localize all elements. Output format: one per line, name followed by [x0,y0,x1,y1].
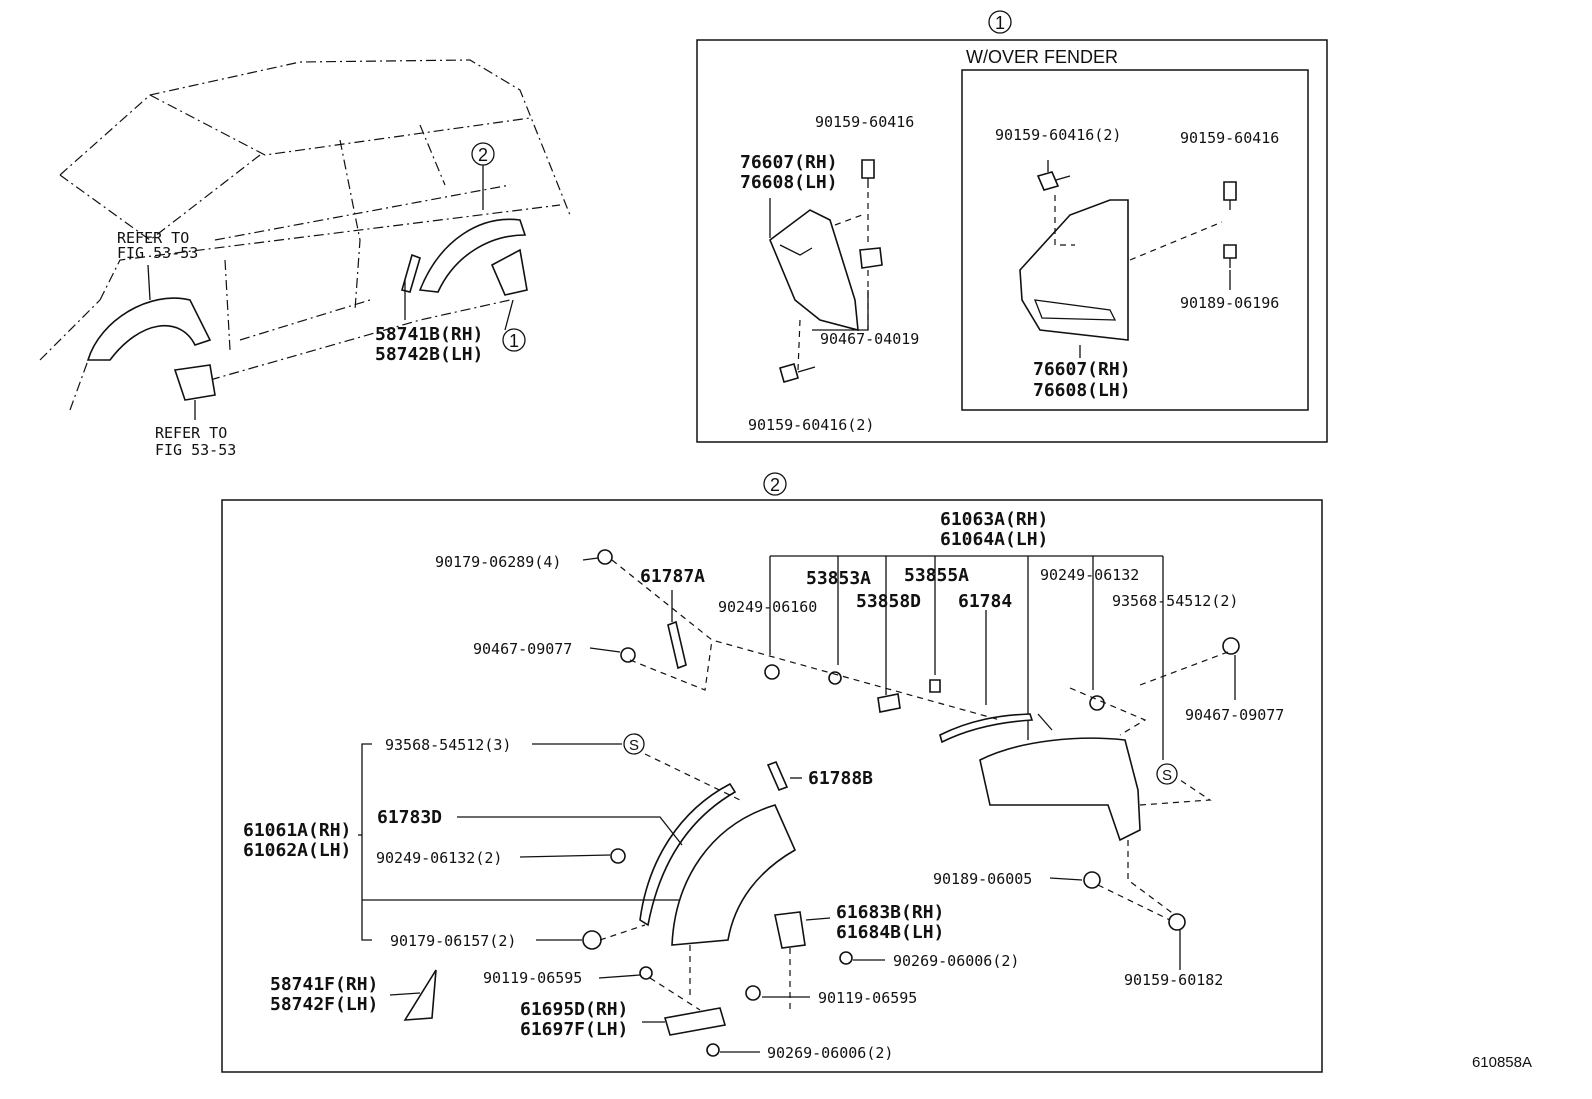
callout-1-detail: 1 [988,10,1012,34]
label-90467-09077-right: 90467-09077 [1185,706,1284,724]
s-symbol-front: S [623,733,645,755]
s-symbol-rear: S [1156,763,1178,785]
label-90179-06157: 90179-06157(2) [390,932,516,950]
label-90189-06196: 90189-06196 [1180,294,1279,312]
svg-text:1: 1 [995,13,1005,33]
label-90179-06289: 90179-06289(4) [435,553,561,571]
label-61784: 61784 [958,591,1012,612]
label-90119-06595-a: 90119-06595 [483,969,582,987]
label-53858D: 53858D [856,591,921,612]
label-61697F: 61697F(LH) [520,1019,628,1040]
refer-bot-line2: FIG 53-53 [155,441,236,459]
callout-1-overview: 1 [502,328,526,352]
over-fender-frame [961,69,1309,411]
label-90249-06160: 90249-06160 [718,598,817,616]
label-61783D: 61783D [377,807,442,828]
label-53853A: 53853A [806,568,871,589]
label-61788B: 61788B [808,768,873,789]
label-61063A: 61063A(RH) [940,509,1048,530]
refer-top-line1: REFER TO [117,229,189,247]
label-90159-60182: 90159-60182 [1124,971,1223,989]
label-93568-54512-3: 93568-54512(3) [385,736,511,754]
svg-text:S: S [629,737,639,754]
label-61787A: 61787A [640,566,705,587]
label-93568-54512-2: 93568-54512(2) [1112,592,1238,610]
svg-text:2: 2 [478,145,488,165]
label-90269-06006-a: 90269-06006(2) [893,952,1019,970]
callout-2-overview: 2 [471,142,495,166]
over-fender-header: W/OVER FENDER [966,47,1118,67]
svg-text:2: 2 [770,475,780,495]
callout-2-detail: 2 [763,472,787,496]
label-90467-04019: 90467-04019 [820,330,919,348]
label-90249-06132-top: 90249-06132 [1040,566,1139,584]
vehicle-overview [39,59,571,420]
label-90159-60416-right: 90159-60416 [1180,129,1279,147]
label-90189-06005: 90189-06005 [933,870,1032,888]
label-76607-right: 76607(RH) [1033,359,1131,380]
label-61062A: 61062A(LH) [243,840,351,861]
label-53855A: 53855A [904,565,969,586]
label-76608-left: 76608(LH) [740,172,838,193]
label-90249-06132-2: 90249-06132(2) [376,849,502,867]
svg-text:S: S [1162,767,1172,784]
detail-2-frame [221,499,1323,1073]
label-90119-06595-b: 90119-06595 [818,989,917,1007]
label-76607-left: 76607(RH) [740,152,838,173]
label-58742B: 58742B(LH) [375,344,483,365]
label-61061A: 61061A(RH) [243,820,351,841]
label-61695D: 61695D(RH) [520,999,628,1020]
rear-flare [939,713,1141,842]
label-61684B: 61684B(LH) [836,922,944,943]
svg-text:1: 1 [509,331,519,351]
label-90467-09077-left: 90467-09077 [473,640,572,658]
label-61064A: 61064A(LH) [940,529,1048,550]
mudguard-right [1019,160,1237,358]
refer-bot-line1: REFER TO [155,424,227,442]
figure-code: 610858A [1472,1054,1532,1071]
label-58741F: 58741F(RH) [270,974,378,995]
front-flare [403,620,797,1021]
refer-top-line2: FIG 53-53 [117,244,198,262]
label-90159-60416-2-right: 90159-60416(2) [995,126,1121,144]
label-90159-60416-left: 90159-60416 [815,113,914,131]
label-90269-06006-b: 90269-06006(2) [767,1044,893,1062]
label-61683B: 61683B(RH) [836,902,944,923]
mudguard-left [769,159,883,383]
detail-1-frame [696,39,1328,443]
label-76608-right: 76608(LH) [1033,380,1131,401]
label-58742F: 58742F(LH) [270,994,378,1015]
label-90159-60416-2-left: 90159-60416(2) [748,416,874,434]
label-58741B: 58741B(RH) [375,324,483,345]
